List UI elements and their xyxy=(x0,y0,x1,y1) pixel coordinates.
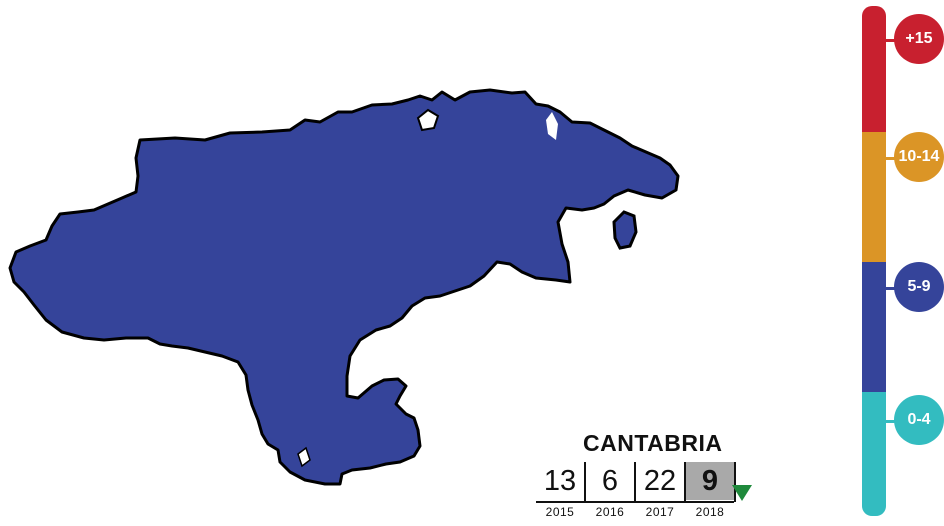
value-divider xyxy=(684,462,686,502)
region-title: CANTABRIA xyxy=(583,430,723,456)
triangle-down-icon xyxy=(732,485,752,501)
legend: +15 10-14 5-9 0-4 xyxy=(860,0,944,526)
legend-connector xyxy=(886,420,896,423)
legend-bar-segment-5-9 xyxy=(862,262,886,392)
value-2016: 6 xyxy=(601,464,619,497)
values-baseline xyxy=(536,501,734,503)
legend-connector xyxy=(886,157,896,160)
year-label-2018: 2018 xyxy=(695,505,725,519)
legend-connector xyxy=(886,287,896,290)
island-shape xyxy=(612,210,638,250)
legend-connector xyxy=(886,39,896,42)
legend-bubble-10-14: 10-14 xyxy=(894,132,944,182)
estuary-notch xyxy=(546,112,558,140)
southern-gap xyxy=(297,446,311,468)
legend-bar-segment-0-4 xyxy=(862,392,886,516)
value-2015: 13 xyxy=(543,464,577,497)
region-stats: CANTABRIA 13 6 22 9 2015 2016 2017 2018 xyxy=(536,430,766,526)
legend-bubble-5-9: 5-9 xyxy=(894,262,944,312)
year-label-2016: 2016 xyxy=(595,505,625,519)
region-map xyxy=(8,88,680,486)
year-label-2017: 2017 xyxy=(645,505,675,519)
legend-bubble-plus15: +15 xyxy=(894,14,944,64)
value-divider xyxy=(734,462,736,502)
value-2018: 9 xyxy=(686,462,734,500)
legend-bar-segment-plus15 xyxy=(862,6,886,138)
legend-bar-segment-10-14 xyxy=(862,132,886,262)
value-2017: 22 xyxy=(643,464,677,497)
legend-bubble-0-4: 0-4 xyxy=(894,395,944,445)
cantabria-region-shape[interactable] xyxy=(8,88,680,486)
bay-inlet xyxy=(416,108,440,132)
year-label-2015: 2015 xyxy=(545,505,575,519)
value-divider xyxy=(584,462,586,502)
value-divider xyxy=(634,462,636,502)
